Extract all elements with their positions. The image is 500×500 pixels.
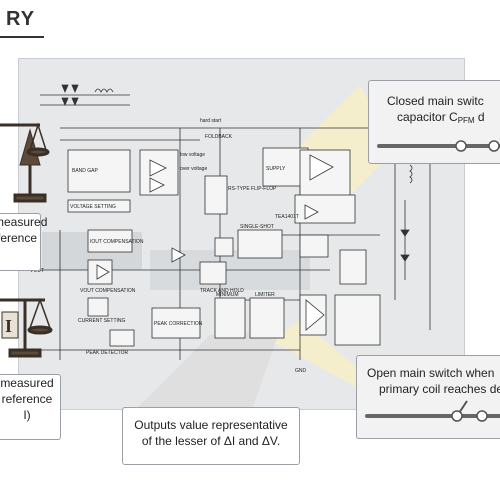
track-hold-block	[199, 261, 227, 285]
callout-bottom-center-line1: Outputs value representative	[134, 418, 288, 432]
label-single-shot: SINGLE-SHOT	[240, 224, 274, 230]
label-peak-detector: PEAK DETECTOR	[86, 350, 129, 356]
label-lowvoltage: low voltage	[180, 152, 205, 158]
voltage-setting-block	[67, 199, 131, 213]
peak-correction-block	[151, 307, 201, 339]
label-track-hold: TRACK AND HOLD	[200, 288, 244, 294]
callout-left-bottom-line1: measured	[0, 376, 54, 390]
iout-comp-block	[87, 229, 133, 253]
pulse-block	[339, 249, 367, 285]
label-peak-correction: PEAK CORRECTION	[154, 321, 203, 327]
rs-flipflop-block	[214, 237, 234, 257]
logic-gate-block	[299, 234, 329, 258]
callout-bottom-center-line2: of the lesser of ΔI and ΔV.	[141, 434, 281, 448]
label-gnd-pin: GND	[295, 368, 307, 374]
current-setting-block	[87, 297, 109, 317]
band-gap-block	[67, 149, 131, 193]
highlight-cone-bottom	[130, 330, 280, 415]
callout-mid-right-line1: Open main switch when	[367, 366, 495, 380]
callout-bottom-center: Outputs value representative of the less…	[122, 407, 300, 465]
switch-slider-icon	[365, 400, 500, 422]
right-block	[334, 294, 381, 346]
label-voltage-setting: VOLTAGE SETTING	[70, 204, 116, 210]
title-underline	[0, 36, 44, 38]
label-supply: SUPPLY	[266, 166, 286, 172]
section-title: RY	[6, 8, 36, 30]
label-vout-pin: VOUT	[30, 268, 44, 274]
scale-icon: I	[0, 297, 53, 358]
minimum-block	[214, 297, 246, 339]
flipflop-block	[204, 175, 228, 215]
label-current-setting: CURRENT SETTING	[78, 318, 126, 324]
label-overvoltage: over voltage	[180, 166, 207, 172]
scale-icon	[0, 122, 50, 203]
dmos-block	[299, 149, 351, 201]
label-limiter: LIMITER	[255, 292, 275, 298]
highlight-cone-mid	[270, 320, 380, 400]
label-rs-flipflop: RS-TYPE FLIP-FLOP	[228, 186, 277, 192]
label-vout-comp: VOUT COMPENSATION	[80, 288, 136, 294]
label-minimum: MINIMUM	[216, 292, 239, 298]
switch-slider-icon	[377, 140, 500, 152]
svg-text:I: I	[5, 316, 12, 336]
callout-left-top-line2: ference	[0, 231, 38, 245]
callout-top-right-line2: capacitor CPFM d	[397, 110, 485, 125]
callout-left-top-line1: measured	[0, 215, 48, 229]
callout-top-right: Closed main switc capacitor CPFM d	[368, 80, 500, 164]
limiter-block	[249, 297, 285, 339]
callout-mid-right: Open main switch when primary coil reach…	[356, 355, 500, 439]
callout-left-top: measured ference	[0, 213, 48, 271]
label-foldback: FOLDBACK	[205, 134, 233, 140]
label-iout-comp: IOUT COMPENSATION	[90, 239, 144, 245]
label-hard-start: hard start	[200, 118, 222, 124]
callout-top-right-line1: Closed main switc	[387, 94, 484, 108]
label-tea: TEA1401T	[275, 214, 299, 220]
header: RY	[0, 0, 500, 40]
callout-left-bottom: measured reference I)	[0, 374, 61, 440]
single-shot-block	[237, 229, 283, 259]
callout-left-bottom-line3: I)	[23, 408, 31, 422]
peak-detector-block	[109, 329, 135, 347]
callout-mid-right-line2: primary coil reaches de	[379, 382, 500, 396]
callout-left-bottom-line2: reference	[1, 392, 53, 406]
label-band-gap: BAND GAP	[72, 168, 99, 174]
